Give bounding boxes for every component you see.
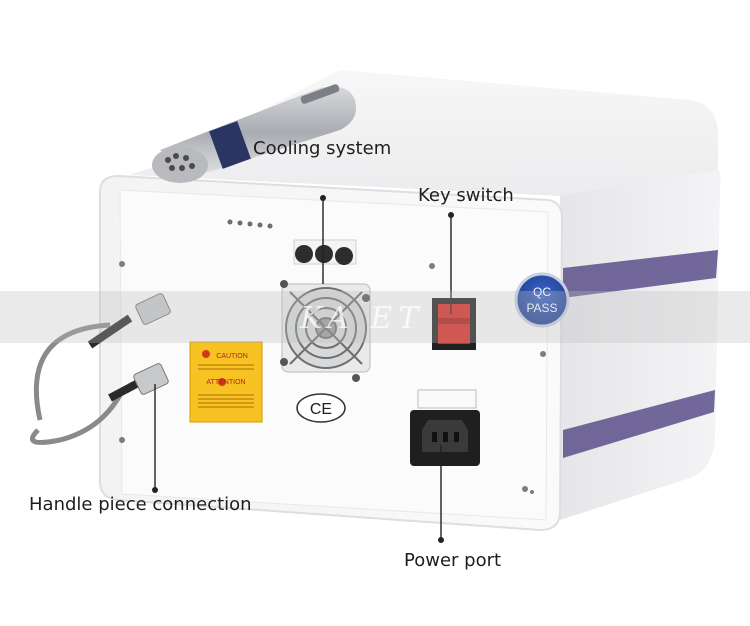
sticker-caution: CAUTION — [216, 353, 248, 360]
watermark-text: KA ET — [300, 301, 425, 336]
label-key-switch: Key switch — [418, 185, 514, 206]
qc-badge-line1: QC — [533, 285, 551, 299]
callout-lines — [154, 195, 452, 540]
ce-mark-text: CE — [310, 401, 332, 418]
qc-pass-badge — [514, 272, 570, 328]
device-side — [560, 170, 721, 520]
watermark-band — [0, 291, 750, 343]
sticker-attention: ATTENTION — [206, 379, 245, 386]
callout-dots — [152, 195, 454, 543]
side-stripe-top — [563, 250, 718, 298]
warning-sticker — [189, 341, 263, 423]
ce-mark — [296, 393, 346, 423]
device-top — [130, 70, 719, 196]
handpiece — [152, 84, 356, 183]
vent-holes — [227, 219, 273, 229]
cooling-fan — [280, 280, 371, 382]
key-switch — [432, 298, 476, 350]
fuse-holders — [293, 239, 357, 265]
handle-connectors — [30, 293, 171, 445]
label-handle-piece-connection: Handle piece connection — [29, 494, 252, 515]
panel-screws — [119, 261, 546, 494]
side-stripe-bottom — [563, 390, 715, 458]
qc-badge-line2: PASS — [526, 301, 557, 315]
label-cooling-system: Cooling system — [253, 138, 392, 159]
power-port — [410, 389, 480, 466]
label-power-port: Power port — [404, 550, 502, 571]
